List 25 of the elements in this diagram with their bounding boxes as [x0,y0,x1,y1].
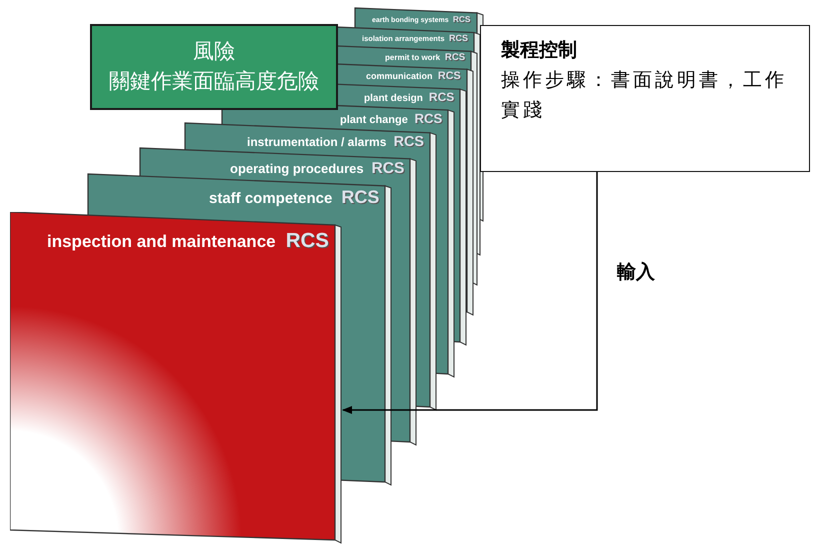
box-heading: 風險 [192,38,236,65]
panel-title: instrumentation / alarms [247,136,386,148]
panel-code: RCS [452,14,471,24]
panel-code: RCS [394,134,424,150]
panel-code: RCS [449,34,468,44]
panel-title: permit to work [385,54,440,62]
panel-code: RCS [286,230,329,252]
box-text: 操作步驟：書面說明書，工作實踐 [501,69,788,123]
panel-title: staff competence [209,190,332,206]
box-text: 關鍵作業面臨高度危險 [108,68,320,95]
panel-title: plant design [364,94,423,104]
risk-box [90,24,338,110]
panel-code: RCS [428,90,454,104]
panel-code: RCS [371,160,404,177]
panel-code: RCS [414,112,442,126]
process-box [480,25,810,172]
panel-title: communication [366,72,433,82]
arrow [342,172,598,414]
panel-title: inspection and maintenance [47,232,276,251]
box-heading: 製程控制 [501,39,578,63]
panel-title: operating procedures [230,162,364,176]
panel-title: plant change [340,114,408,126]
panel-code: RCS [341,188,380,207]
panel-code: RCS [438,71,461,82]
panel-code: RCS [444,53,466,64]
